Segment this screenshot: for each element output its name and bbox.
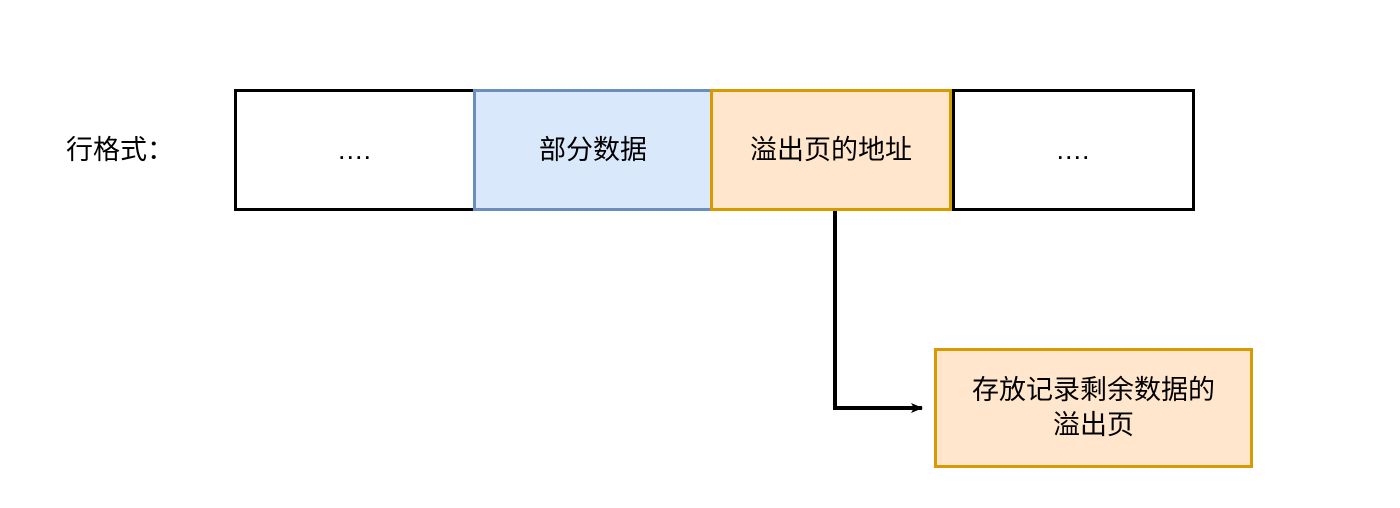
overflow-page-label-line1: 存放记录剩余数据的	[972, 375, 1215, 406]
connector-path	[833, 211, 923, 413]
overflow-page-box: 存放记录剩余数据的 溢出页	[934, 348, 1253, 468]
row-cell-overflow-address-label: 溢出页的地址	[750, 134, 912, 165]
row-cell-partial-data: 部分数据	[473, 89, 713, 211]
row-cell-leading-fields-label: ....	[337, 134, 372, 165]
row-cell-trailing-fields-label: ....	[1056, 134, 1091, 165]
row-cell-trailing-fields: ....	[952, 89, 1195, 211]
row-cell-leading-fields: ....	[234, 89, 473, 211]
row-format-strip: .... 部分数据 溢出页的地址 ....	[234, 89, 1195, 211]
row-format-label: 行格式：	[66, 135, 174, 165]
overflow-page-label-line2: 溢出页	[1053, 410, 1134, 440]
row-cell-partial-data-label: 部分数据	[539, 134, 647, 165]
row-cell-overflow-address: 溢出页的地址	[710, 89, 952, 211]
